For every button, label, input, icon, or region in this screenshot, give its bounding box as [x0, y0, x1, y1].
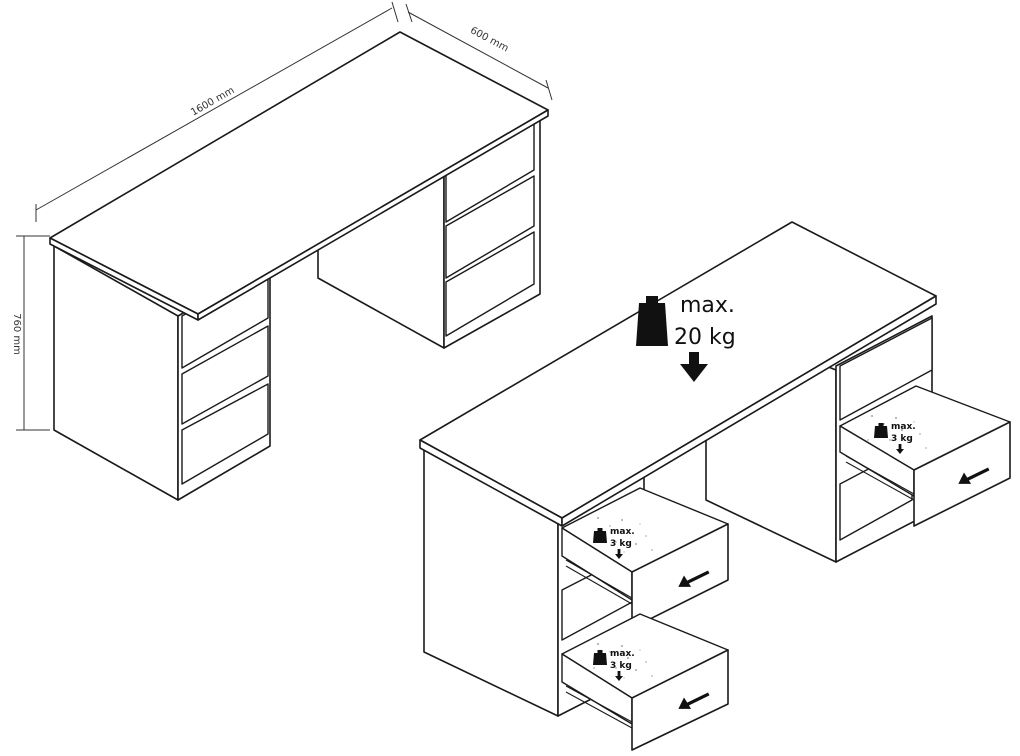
down-arrow-icon: [680, 352, 708, 382]
left-drawer-2: [181, 325, 269, 425]
drawer-front-panel: [631, 523, 729, 629]
left-open-drawer-top: max. 3 kg: [561, 487, 729, 629]
height-label: 760 mm: [11, 313, 22, 355]
desk-open: max. 3 kg max. 3 kg: [419, 221, 1011, 751]
drawer-front-panel: [913, 421, 1011, 527]
drawer-load-line1: max.: [610, 649, 635, 659]
drawer-rail-icon: [845, 455, 915, 495]
right-drawer-top-2: [839, 317, 933, 421]
right-drawer-2: [445, 175, 535, 279]
desktop-load: max. 20 kg: [636, 293, 736, 382]
depth-label: 600 mm: [468, 25, 510, 54]
left-drawer-3: [181, 383, 269, 485]
drawer-load-line2: 3 kg: [891, 434, 913, 444]
desktop-edge-front: [197, 109, 549, 321]
drawer-load-line2: 3 kg: [610, 661, 632, 671]
left-open-drawer-bottom: max. 3 kg: [561, 613, 729, 751]
drawer-load-line2: 3 kg: [610, 539, 632, 549]
right-open-drawer: max. 3 kg: [839, 385, 1011, 527]
drawer-load-line1: max.: [891, 422, 916, 432]
right-drawer-3: [445, 231, 535, 337]
desktop-edge-front-2: [561, 295, 937, 527]
weight-icon: [636, 296, 668, 346]
desktop-load-line1: max.: [680, 293, 735, 318]
desk-closed: 1600 mm 600 mm 760 mm: [11, 1, 553, 501]
drawer-front-panel: [631, 649, 729, 751]
drawer-load-line1: max.: [610, 527, 635, 537]
desktop-load-line2: 20 kg: [674, 325, 736, 350]
width-label: 1600 mm: [189, 85, 236, 118]
height-dimension: 760 mm: [11, 235, 50, 431]
